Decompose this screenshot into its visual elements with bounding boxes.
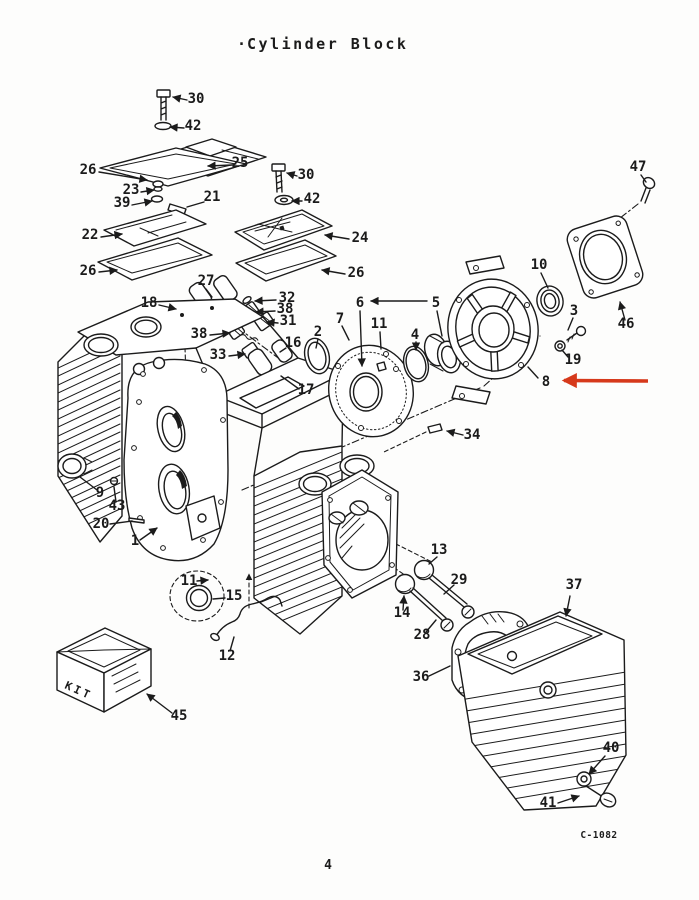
plug-bore-outline bbox=[169, 570, 225, 622]
callout-22: 22 bbox=[82, 227, 99, 243]
bolt-30b bbox=[271, 163, 286, 172]
gasket-26b bbox=[97, 237, 213, 281]
callout-2: 2 bbox=[314, 324, 322, 340]
callout-1: 1 bbox=[131, 533, 139, 549]
callout-39: 39 bbox=[114, 195, 131, 211]
callout-26: 26 bbox=[80, 162, 97, 178]
figure-code: C-1082 bbox=[580, 830, 617, 841]
callout-37: 37 bbox=[566, 577, 583, 593]
callout-27: 27 bbox=[198, 273, 215, 289]
callout-30: 30 bbox=[188, 91, 205, 107]
leader-lines bbox=[79, 94, 647, 804]
head-top-boss bbox=[467, 615, 603, 675]
callout-7: 7 bbox=[336, 311, 344, 327]
callout-26: 26 bbox=[348, 265, 365, 281]
gasket-26c bbox=[235, 239, 337, 282]
callout-6: 6 bbox=[356, 295, 364, 311]
callout-41: 41 bbox=[540, 795, 557, 811]
callout-11: 11 bbox=[371, 316, 388, 332]
bolt-30a bbox=[156, 89, 171, 98]
callout-30: 30 bbox=[298, 167, 315, 183]
clip-32 bbox=[242, 296, 252, 304]
bolt-3 bbox=[566, 332, 578, 341]
callout-21: 21 bbox=[204, 189, 221, 205]
page-title: Cylinder Block bbox=[247, 35, 408, 53]
callout-34: 34 bbox=[464, 427, 481, 443]
callout-16: 16 bbox=[285, 335, 302, 351]
callout-3: 3 bbox=[570, 303, 578, 319]
callout-13: 13 bbox=[431, 542, 448, 558]
bushing-9 bbox=[57, 453, 87, 479]
callout-20: 20 bbox=[93, 516, 110, 532]
washer-39 bbox=[150, 195, 164, 203]
callout-46: 46 bbox=[618, 316, 635, 332]
callout-11: 11 bbox=[181, 573, 198, 589]
callout-19: 19 bbox=[565, 352, 582, 368]
port-hole-b bbox=[152, 356, 166, 370]
side-plate-group bbox=[234, 163, 337, 282]
callout-28: 28 bbox=[414, 627, 431, 643]
bearing-plate-8 bbox=[447, 255, 539, 405]
callout-33: 33 bbox=[210, 347, 227, 363]
callout-42: 42 bbox=[304, 191, 321, 207]
callout-25: 25 bbox=[232, 155, 249, 171]
retainer-group bbox=[566, 176, 656, 299]
crank-train-group bbox=[303, 255, 587, 438]
washer-19 bbox=[554, 340, 566, 352]
head-mount-hole bbox=[506, 650, 518, 662]
washer-42b bbox=[274, 194, 294, 206]
callout-10: 10 bbox=[531, 257, 548, 273]
oil-line-12 bbox=[215, 595, 283, 637]
pin-11 bbox=[376, 361, 387, 372]
callout-31: 31 bbox=[280, 313, 297, 329]
washer-42a bbox=[154, 121, 172, 131]
callout-9: 9 bbox=[96, 485, 104, 501]
callout-8: 8 bbox=[542, 374, 550, 390]
callout-42: 42 bbox=[185, 118, 202, 134]
callout-24: 24 bbox=[352, 230, 369, 246]
callout-17: 17 bbox=[298, 382, 315, 398]
kit-box-side bbox=[103, 648, 152, 713]
callout-47: 47 bbox=[630, 159, 647, 175]
breather-plate-22 bbox=[103, 209, 207, 247]
washer-40 bbox=[576, 771, 592, 787]
callout-43: 43 bbox=[109, 498, 126, 514]
callout-45: 45 bbox=[171, 708, 188, 724]
bottom-left-parts bbox=[57, 453, 283, 642]
cylinder-block-left bbox=[57, 298, 345, 562]
head-group bbox=[394, 559, 627, 811]
callout-38: 38 bbox=[191, 326, 208, 342]
callout-5: 5 bbox=[432, 295, 440, 311]
callout-29: 29 bbox=[451, 572, 468, 588]
callout-26: 26 bbox=[80, 263, 97, 279]
valve-stem-28 bbox=[409, 587, 447, 622]
cylinder-block-right bbox=[253, 445, 399, 635]
dowel-34 bbox=[427, 423, 443, 434]
callout-32: 32 bbox=[279, 290, 296, 306]
page-title-bullet: · bbox=[237, 35, 249, 53]
callout-36: 36 bbox=[413, 669, 430, 685]
bolt-41 bbox=[585, 785, 604, 798]
callout-40: 40 bbox=[603, 740, 620, 756]
callout-23: 23 bbox=[123, 182, 140, 198]
kit-box: KIT bbox=[56, 627, 152, 713]
callout-12: 12 bbox=[219, 648, 236, 664]
mount-pad bbox=[185, 495, 221, 541]
callout-38: 38 bbox=[277, 301, 294, 317]
gasket-bore bbox=[349, 372, 383, 412]
callout-18: 18 bbox=[141, 295, 158, 311]
o-ring-2 bbox=[303, 337, 331, 375]
callout-4: 4 bbox=[411, 327, 419, 343]
seal-10 bbox=[536, 285, 564, 317]
spark-plug-hole bbox=[539, 681, 557, 699]
callout-14: 14 bbox=[394, 605, 411, 621]
pin-20 bbox=[128, 517, 145, 524]
callout-15: 15 bbox=[226, 588, 243, 604]
page-number: 4 bbox=[324, 858, 332, 873]
highlight-arrow bbox=[561, 373, 649, 389]
